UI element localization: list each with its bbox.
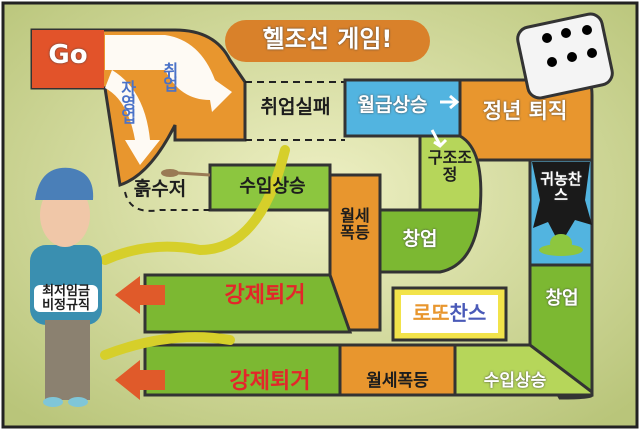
go-square	[32, 30, 104, 88]
snake	[100, 332, 235, 360]
exit-arrow-icon	[115, 276, 165, 314]
space-farming-chance: 귀농찬스	[540, 170, 582, 204]
snake	[100, 145, 290, 265]
space-income-up-2: 수입상승	[483, 371, 547, 391]
space-income-up-1: 수입상승	[239, 176, 306, 197]
space-eviction-2: 강제퇴거	[229, 369, 311, 394]
space-salary-up: 월급상승	[357, 94, 428, 116]
self-employed-path-label: 자영업	[117, 80, 137, 122]
lotto-text: 로또	[412, 301, 450, 325]
worker-shirt-text: 최저임금 비정규직	[34, 285, 98, 313]
dice-icon	[516, 12, 614, 100]
space-retirement: 정년 퇴직	[482, 99, 568, 123]
employment-path-label: 취업	[159, 62, 179, 90]
go-start-label: Go	[48, 40, 88, 70]
exit-arrow-icon	[115, 360, 165, 400]
space-restructuring: 구조조정	[427, 148, 473, 184]
dirt-spoon-label: 흙수저	[133, 178, 187, 200]
chance-text: 찬스	[449, 301, 487, 325]
space-startup-1: 창업	[402, 228, 438, 250]
space-lotto-chance: 로또찬스	[401, 303, 498, 324]
space-rent-spike-1: 월세폭등	[340, 206, 370, 242]
space-startup-2: 창업	[545, 288, 579, 309]
space-job-fail: 취업실패	[260, 96, 331, 118]
title-pill	[225, 20, 430, 62]
game-title: 헬조선 게임!	[262, 25, 393, 53]
space-eviction-1: 강제퇴거	[224, 283, 306, 308]
space-rent-spike-2: 월세폭등	[366, 371, 429, 391]
